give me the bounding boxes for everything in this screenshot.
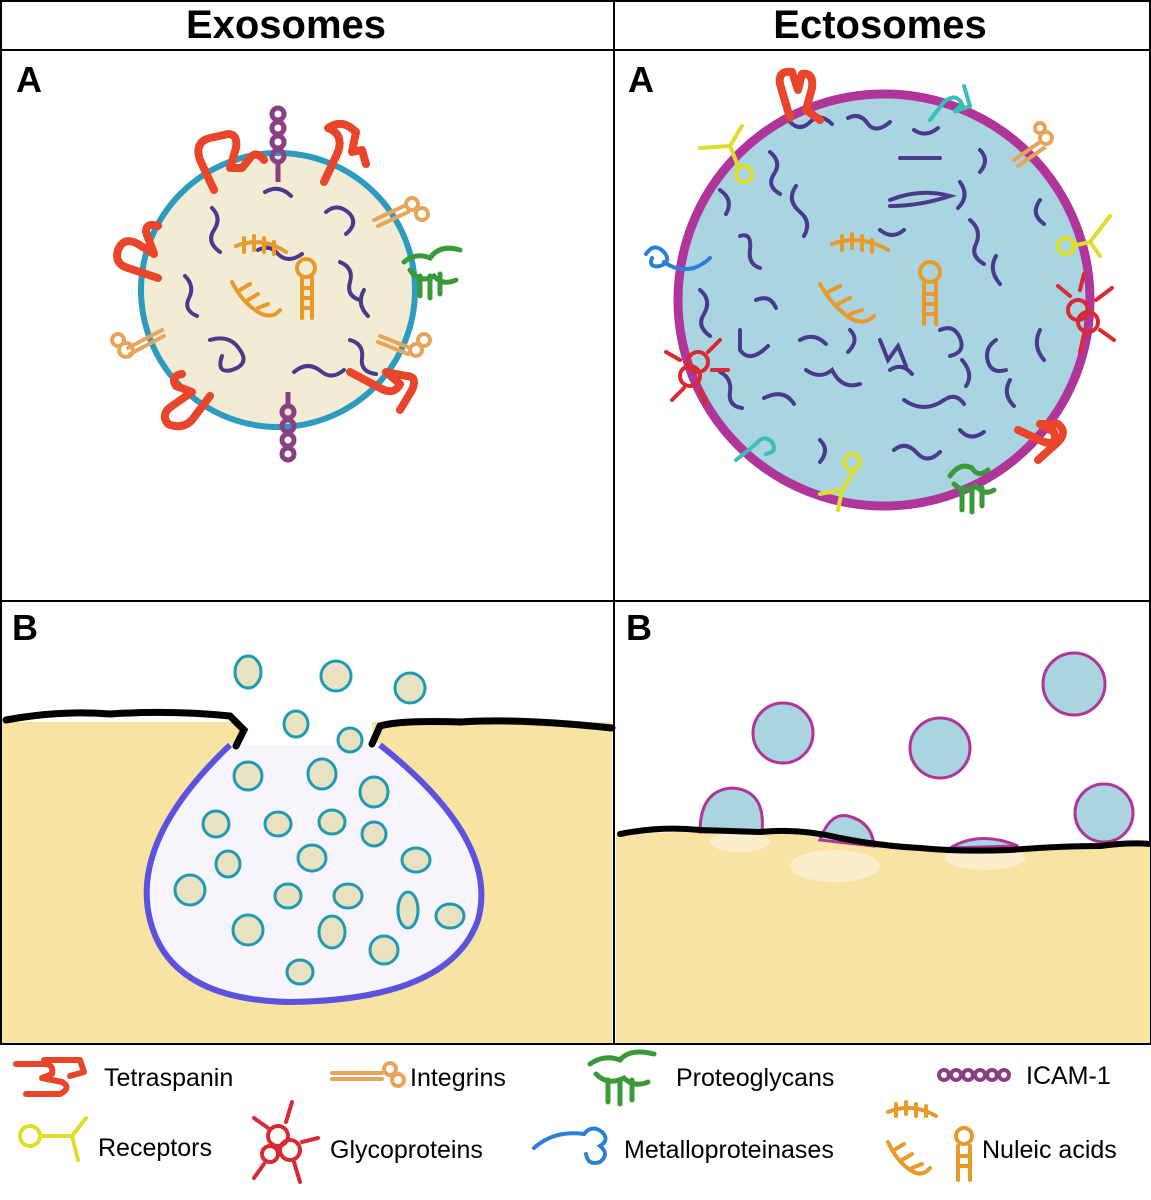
cell-cytoplasm-right [616,830,1150,1043]
exosome-integrins [110,196,432,359]
icam1-icon [937,1068,1011,1082]
exosome-proteoglycans [401,245,463,301]
exosome-vesicle [110,105,463,463]
legend-item-glycoproteins: Glycoproteins [252,1100,483,1184]
bud-shadow-1 [790,850,880,882]
legend-item-nucleic-acids: Nuleic acids [886,1100,1117,1182]
ectosome-tetraspanins [775,67,1067,464]
ectosomes-header: Ectosomes [773,3,986,47]
bud-shadow-3 [710,832,770,852]
legend-item-icam1: ICAM-1 [937,1062,1111,1090]
plasma-membrane-left [2,708,616,750]
ectosome-cyan-proteins [734,84,973,462]
ectosome-particles [698,651,1135,850]
panel-label-ectosome-a: A [628,59,654,100]
exosome-tetraspanins [113,119,418,431]
plasma-membrane-right [617,825,1151,854]
ectosome-nucleic-acids [818,232,942,326]
ectosome-vesicle [644,67,1116,515]
proteoglycans-icon [587,1049,657,1107]
exosomes-header: Exosomes [186,3,386,47]
legend-label-receptors: Receptors [98,1134,212,1162]
ectosome-receptors [698,124,1112,512]
panel-label-exosome-b: B [12,607,38,648]
legend-label-glycoproteins: Glycoproteins [330,1136,483,1164]
panel-label-exosome-a: A [16,59,42,100]
exosome-particles [173,654,466,986]
exosome-icam1 [269,105,297,463]
legend-item-receptors: Receptors [18,1116,212,1162]
ectosome-glycoproteins [664,272,1116,406]
legend-item-metalloproteinases: Metalloproteinases [532,1126,834,1165]
legend-label-integrins: Integrins [410,1064,506,1092]
legend-label-metalloproteinases: Metalloproteinases [624,1136,834,1164]
metalloproteinases-icon [532,1126,608,1165]
cell-cytoplasm-left [2,722,612,1043]
legend-label-tetraspanin: Tetraspanin [104,1064,233,1092]
legend-label-nucleic-acids: Nuleic acids [982,1136,1117,1164]
ectosome-proteoglycans [947,463,997,515]
nucleic-acids-icon [886,1100,974,1182]
ectosome-body [673,89,1095,511]
tetraspanin-icon [13,1057,87,1097]
exosome-release-panel [2,654,616,1043]
legend-item-proteoglycans: Proteoglycans [587,1049,834,1107]
panel-label-ectosome-b: B [626,607,652,648]
exosome-body [138,150,418,430]
ectosome-metalloproteinases [644,245,712,272]
legend-label-proteoglycans: Proteoglycans [676,1064,834,1092]
exosome-nucleic-acids [230,234,317,320]
mvb-membrane [143,742,485,1006]
glycoproteins-icon [252,1100,320,1184]
legend-item-tetraspanin: Tetraspanin [13,1057,233,1097]
legend: Tetraspanin Integrins Proteoglycans ICAM… [13,1049,1117,1184]
ectosome-budding-panel [616,651,1151,1043]
figure-grid [0,0,1151,1045]
legend-item-integrins: Integrins [330,1061,506,1092]
legend-label-icam1: ICAM-1 [1026,1062,1111,1090]
receptors-icon [18,1116,88,1162]
exosome-rna-cargo [183,186,378,378]
ectosome-integrins [1012,121,1054,168]
ectosome-rna-cargo [698,114,1046,464]
integrins-icon [330,1061,406,1088]
